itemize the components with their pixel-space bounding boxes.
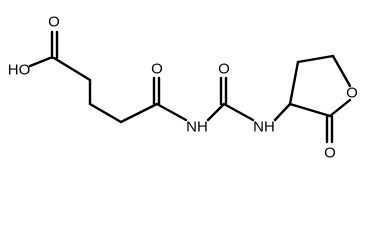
atom-amine-nh: NH [253, 119, 275, 136]
bonds [28, 30, 352, 144]
bond-ring-c2-c3 [288, 102, 332, 118]
bond-chain-3 [88, 102, 123, 124]
bond-amide-c-n [155, 102, 188, 122]
molecule-structure: HO O O NH O NH O O [8, 14, 358, 162]
bond-ring-c5-o [331, 54, 352, 88]
atom-amide-carbonyl-o: O [151, 61, 163, 78]
atom-urea-carbonyl-o: O [218, 61, 230, 78]
bond-acid-c-oh [28, 56, 52, 68]
bond-ring-c3-c4 [288, 60, 300, 106]
atom-ring-o: O [346, 85, 358, 102]
bond-ring-c4-c5 [296, 54, 335, 64]
bond-n-urea-c [206, 102, 226, 122]
bond-ring-o-c2 [328, 98, 352, 118]
bond-n-ring-c3 [273, 102, 292, 122]
atom-acid-carbonyl-o: O [48, 14, 60, 31]
atom-imide-nh: NH [186, 119, 208, 136]
atom-hydroxyl: HO [8, 62, 31, 79]
bond-chain-4 [119, 102, 159, 124]
bond-urea-c-n [222, 102, 255, 122]
atom-labels: HO O O NH O NH O O [8, 14, 358, 162]
atom-lactone-carbonyl-o: O [324, 145, 336, 162]
bond-chain-1 [52, 56, 92, 82]
